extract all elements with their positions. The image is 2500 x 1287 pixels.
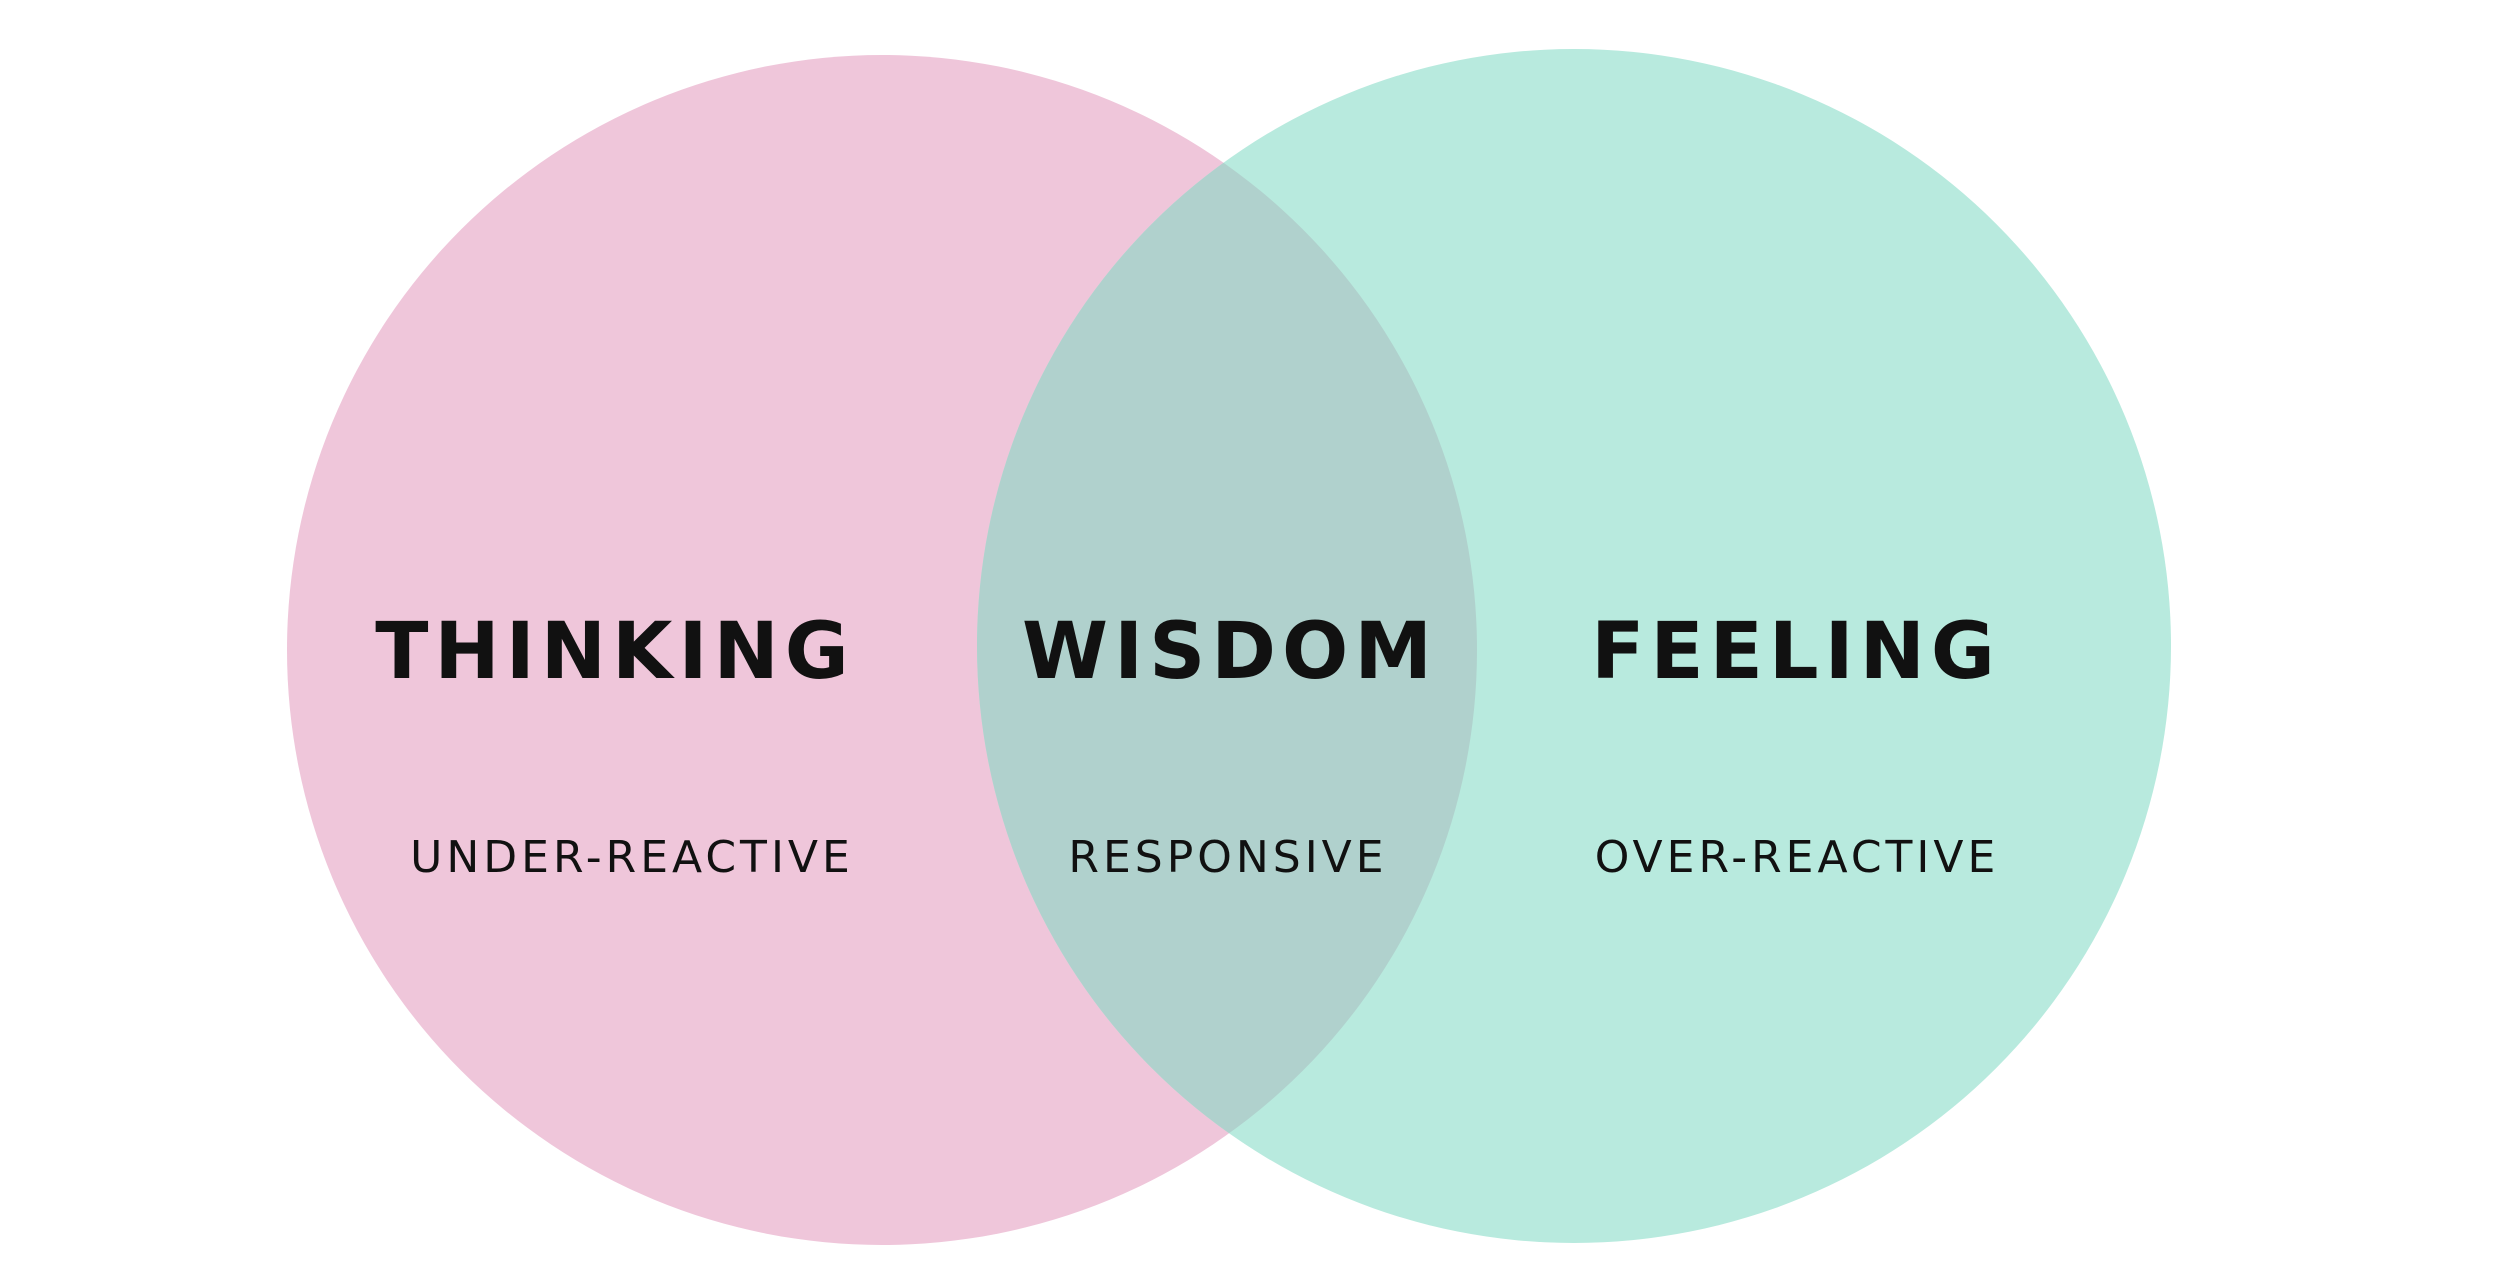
wisdom-label: WISDOM <box>1022 607 1438 697</box>
feeling-label: FEELING <box>1591 607 2001 697</box>
responsive-label: RESPONSIVE <box>1068 832 1387 883</box>
thinking-label: THINKING <box>375 607 855 697</box>
over-reactive-label: OVER-REACTIVE <box>1595 832 2000 883</box>
wisdom-overlap-region <box>977 55 1477 1243</box>
under-reactive-label: UNDER-REACTIVE <box>410 832 854 883</box>
